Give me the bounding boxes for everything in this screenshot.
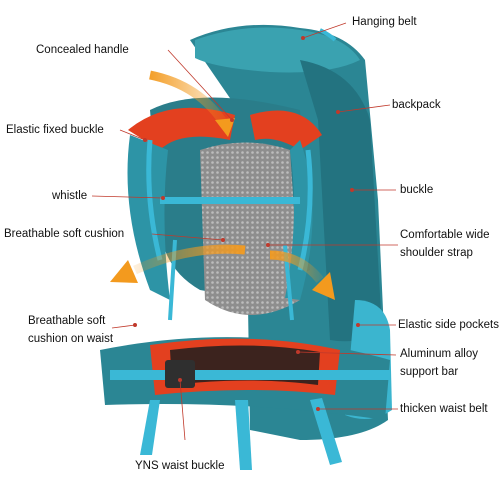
label-line: support bar xyxy=(400,366,459,378)
arrow-head-icon xyxy=(110,260,138,283)
label-aluminum-support-bar: Aluminum alloy support bar xyxy=(400,345,478,381)
label-yns-waist-buckle: YNS waist buckle xyxy=(135,460,225,472)
label-whistle: whistle xyxy=(52,190,88,202)
label-elastic-fixed-buckle: Elastic fixed buckle xyxy=(6,124,104,136)
label-buckle: buckle xyxy=(400,184,434,196)
label-hanging-belt: Hanging belt xyxy=(352,16,417,28)
label-elastic-side-pockets: Elastic side pockets xyxy=(398,319,499,331)
label-line: shoulder strap xyxy=(400,247,473,259)
leader-lines xyxy=(91,22,398,441)
backpack-image xyxy=(100,24,392,470)
label-line: cushion on waist xyxy=(28,333,114,345)
label-breathable-soft-cushion: Breathable soft cushion xyxy=(4,228,125,240)
arrow-head-icon xyxy=(312,272,335,300)
label-breathable-waist-cushion: Breathable soft cushion on waist xyxy=(28,312,113,348)
label-backpack: backpack xyxy=(392,99,441,111)
arrow-head-icon xyxy=(215,118,235,137)
airflow-arrows xyxy=(110,70,335,300)
label-line: Aluminum alloy xyxy=(400,348,478,360)
label-thicken-waist-belt: thicken waist belt xyxy=(400,403,488,415)
label-line: Comfortable wide xyxy=(400,229,490,241)
label-comfortable-shoulder-strap: Comfortable wide shoulder strap xyxy=(400,226,489,262)
label-line: Breathable soft xyxy=(28,315,106,327)
label-concealed-handle: Concealed handle xyxy=(36,44,129,56)
